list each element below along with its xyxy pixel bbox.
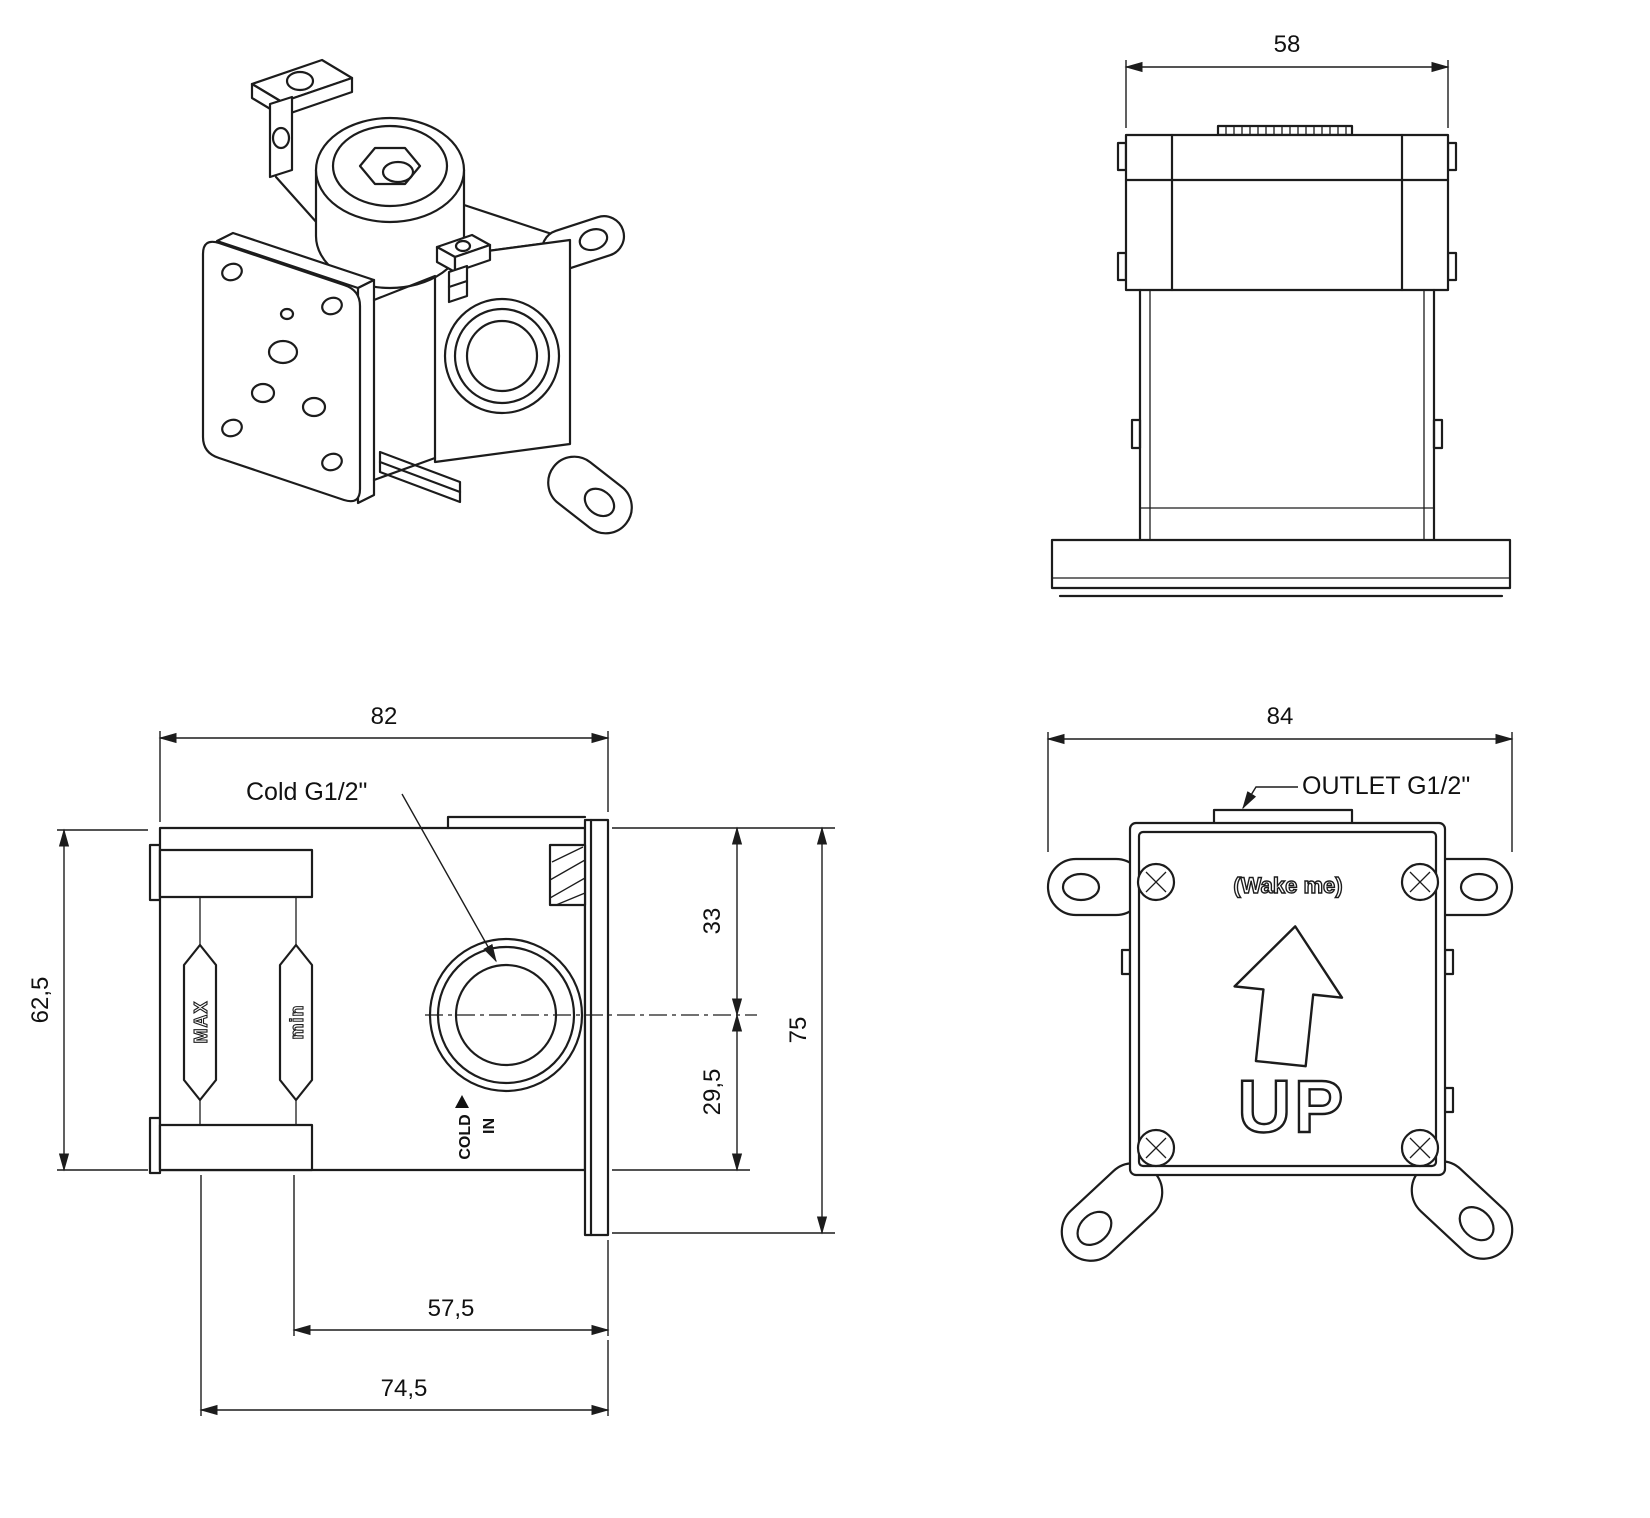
mounting-plate-top (1050, 538, 1512, 590)
min-label: min (287, 1004, 307, 1039)
up-label: UP (1238, 1065, 1347, 1148)
bracket-hole (285, 70, 315, 92)
iso-port-bore (465, 319, 539, 393)
iso-clip (268, 95, 294, 179)
iso-hex-socket (358, 146, 422, 186)
valve-box-front (1128, 821, 1447, 1177)
dim-62-5: 62,5 (27, 977, 54, 1024)
screw-top-right (1400, 862, 1440, 902)
front-view: (Wake me) UP 84 OUTLET G1/2" (1046, 703, 1514, 1262)
screw-bottom-right (1400, 1128, 1440, 1168)
iso-port-face (433, 238, 572, 464)
plate-hole (321, 452, 343, 472)
iso-ear-bottom (547, 455, 633, 535)
dim-82: 82 (371, 703, 398, 730)
min-slider (278, 943, 314, 1102)
plate-hole (221, 262, 243, 282)
iso-port-outer (443, 297, 561, 415)
cold-leader (401, 793, 497, 963)
dim-75: 75 (785, 1017, 812, 1044)
isometric-view (201, 58, 633, 535)
iso-front-plate (201, 240, 362, 503)
top-view: 58 (1050, 31, 1512, 598)
screw-bottom-left (1136, 1128, 1176, 1168)
valve-body-top (1124, 133, 1450, 292)
cold-label: COLD (457, 1114, 474, 1159)
flow-arrow-icon (455, 1095, 469, 1108)
plate-hole (221, 418, 243, 438)
dim-74-5: 74,5 (381, 1375, 428, 1402)
cold-port-callout: Cold G1/2" (246, 778, 367, 806)
dim-57-5: 57,5 (428, 1295, 475, 1322)
dim-58: 58 (1274, 31, 1301, 58)
mounting-plate-side (583, 818, 610, 1237)
in-label: IN (481, 1118, 498, 1134)
outlet-callout: OUTLET G1/2" (1302, 772, 1470, 800)
side-view: MAX min COLD IN Cold G1/2" 82 62,5 33 29… (27, 703, 835, 1416)
wake-me-label: (Wake me) (1233, 873, 1342, 898)
plate-hole (321, 296, 343, 316)
max-slider (182, 943, 218, 1102)
up-arrow-icon (1233, 925, 1344, 1068)
dim-84: 84 (1267, 703, 1294, 730)
dim-33: 33 (699, 908, 726, 935)
screw-top-left (1136, 862, 1176, 902)
outlet-leader (1242, 786, 1298, 810)
max-label: MAX (191, 1001, 211, 1044)
dim-29-5: 29,5 (699, 1069, 726, 1116)
outlet-threads (1216, 124, 1354, 137)
